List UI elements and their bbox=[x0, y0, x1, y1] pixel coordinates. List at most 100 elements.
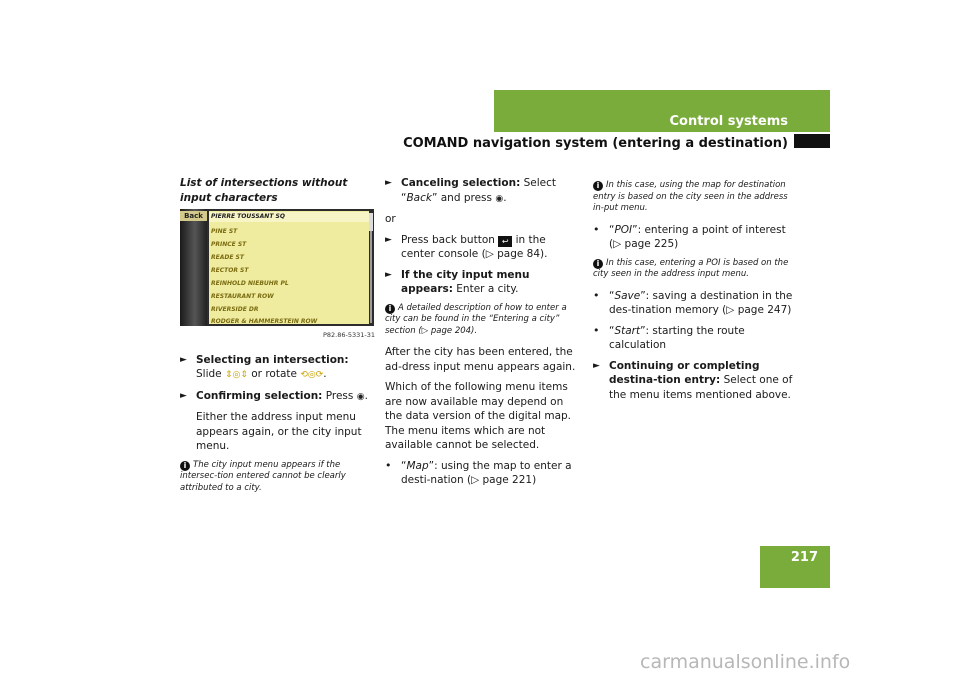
figure-caption: List of intersections without input char… bbox=[180, 177, 348, 204]
comand-screen-figure: Back PIERRE TOUSSANT SQ PINE ST PRINCE S… bbox=[180, 209, 374, 326]
step-label: Continuing or completing destina-tion en… bbox=[609, 359, 760, 387]
menu-item-text: ”: saving a destination in the des-tinat… bbox=[609, 289, 793, 317]
list-item: REINHOLD NIEBUHR PL bbox=[211, 280, 289, 287]
screen-back-label: Back bbox=[180, 211, 207, 221]
arrow-bullet-icon: ► bbox=[593, 360, 600, 371]
dot-bullet-icon: • bbox=[593, 288, 600, 302]
watermark: carmanualsonline.info bbox=[640, 651, 851, 673]
list-item: RECTOR ST bbox=[211, 267, 249, 274]
dot-bullet-icon: • bbox=[385, 458, 392, 472]
step-label: Confirming selection: bbox=[196, 389, 323, 402]
step-text: Select “ bbox=[401, 177, 557, 204]
middle-column: ► Canceling selection: Select “Back” and… bbox=[385, 176, 580, 494]
header-tab-marker bbox=[794, 134, 830, 148]
slide-controller-icon: ⇕◎⇕ bbox=[224, 370, 248, 380]
menu-item-text: ”: entering a point of interest ( bbox=[609, 223, 786, 251]
page-reference: page 204). bbox=[430, 325, 478, 336]
left-column: List of intersections without input char… bbox=[180, 176, 375, 502]
step-continue-entry: ► Continuing or completing destina-tion … bbox=[593, 359, 798, 403]
page-ref-arrow-icon: ▷ bbox=[726, 304, 735, 316]
dot-bullet-icon: • bbox=[593, 222, 600, 236]
list-item: RIVERSIDE DR bbox=[211, 306, 259, 313]
step-text: Press bbox=[325, 389, 354, 402]
page-ref-arrow-icon: ▷ bbox=[471, 474, 480, 486]
page-number: 217 bbox=[790, 550, 818, 565]
section-title: Control systems bbox=[669, 114, 788, 129]
note-text: In this case, entering a POI is based on… bbox=[593, 257, 789, 280]
back-button-icon: ↩ bbox=[498, 235, 513, 247]
note-text: In this case, using the map for destinat… bbox=[593, 180, 788, 213]
menu-item-name: Map bbox=[406, 459, 429, 472]
figure-code: P82.86-5331-31 bbox=[322, 331, 375, 339]
note-text: The city input menu appears if the inter… bbox=[180, 459, 346, 493]
list-item: PINE ST bbox=[211, 228, 238, 235]
arrow-bullet-icon: ► bbox=[385, 178, 392, 188]
list-item: RESTAURANT ROW bbox=[211, 293, 274, 300]
menu-item-name: POI bbox=[614, 223, 633, 236]
press-controller-icon: ◉ bbox=[495, 193, 504, 204]
menu-item-start: • “Start”: starting the route calculatio… bbox=[593, 323, 745, 352]
step-label: Selecting an intersection: bbox=[196, 353, 349, 366]
info-icon: i bbox=[593, 181, 603, 191]
menu-item-text: ”: starting the route calculation bbox=[609, 324, 745, 352]
menu-item-name: Start bbox=[614, 324, 641, 337]
step-text: ” and press bbox=[431, 191, 492, 204]
list-item: PRINCE ST bbox=[211, 241, 247, 248]
paragraph: Which of the following menu items are no… bbox=[385, 381, 572, 451]
step-confirm-selection: ► Confirming selection: Press ◉. bbox=[180, 389, 375, 405]
menu-item-name: Save bbox=[614, 289, 641, 302]
step-text-or: or rotate bbox=[251, 368, 297, 380]
step-city-input: ► If the city input menu appears: Enter … bbox=[385, 268, 580, 297]
info-icon: i bbox=[385, 303, 395, 314]
chapter-title: COMAND navigation system (entering a des… bbox=[403, 136, 788, 151]
press-controller-icon: ◉ bbox=[356, 391, 365, 402]
step-text: Press back button bbox=[401, 233, 495, 246]
step-label: Canceling selection: bbox=[401, 177, 521, 189]
paragraph: After the city has been entered, the ad-… bbox=[385, 346, 576, 373]
page-ref-arrow-icon: ▷ bbox=[421, 325, 429, 336]
page-reference: page 221) bbox=[482, 474, 537, 486]
list-item: PIERRE TOUSSANT SQ bbox=[209, 212, 369, 222]
menu-item-text: ”: using the map to enter a desti-nation… bbox=[401, 459, 572, 487]
step-result: Either the address input menu appears ag… bbox=[196, 411, 362, 452]
arrow-bullet-icon: ► bbox=[180, 354, 187, 365]
page-number-box: 217 bbox=[760, 546, 830, 588]
step-text: Enter a city. bbox=[456, 283, 519, 295]
menu-item-map: • “Map”: using the map to enter a desti-… bbox=[385, 458, 572, 487]
or-text: or bbox=[385, 213, 396, 225]
arrow-bullet-icon: ► bbox=[180, 390, 187, 401]
info-icon: i bbox=[180, 460, 190, 471]
menu-item-save: • “Save”: saving a destination in the de… bbox=[593, 288, 793, 317]
screen-side-panel: Back bbox=[180, 209, 207, 326]
step-text: Slide bbox=[196, 368, 222, 380]
arrow-bullet-icon: ► bbox=[385, 234, 392, 245]
step-label: If the city input menu appears: bbox=[401, 268, 530, 296]
note-text: A detailed description of how to enter a… bbox=[385, 302, 567, 336]
page-ref-arrow-icon: ▷ bbox=[613, 238, 622, 250]
list-item: RODGER & HAMMERSTEIN ROW bbox=[211, 318, 318, 325]
dot-bullet-icon: • bbox=[593, 323, 600, 337]
header-band bbox=[494, 90, 830, 132]
info-icon: i bbox=[593, 258, 603, 269]
step-select-intersection: ► Selecting an intersection: Slide ⇕◎⇕ o… bbox=[180, 353, 375, 383]
page-reference: page 247) bbox=[737, 304, 792, 316]
step-back-button: ► Press back button ↩ in the center cons… bbox=[385, 233, 580, 262]
rotate-controller-icon: ⟲◎⟳ bbox=[300, 370, 324, 380]
menu-item-back: Back bbox=[406, 191, 432, 204]
page-reference: page 84). bbox=[497, 248, 548, 260]
step-text: Select one of the menu items mentioned a… bbox=[609, 374, 793, 401]
step-cancel-selection: ► Canceling selection: Select “Back” and… bbox=[385, 176, 580, 206]
page-ref-arrow-icon: ▷ bbox=[485, 248, 494, 260]
menu-item-poi: • “POI”: entering a point of interest (▷… bbox=[593, 222, 786, 251]
screen-scrollbar bbox=[369, 213, 373, 323]
intersection-list: PIERRE TOUSSANT SQ PINE ST PRINCE ST REA… bbox=[209, 211, 369, 325]
page-reference: page 225) bbox=[624, 238, 679, 250]
list-item: READE ST bbox=[211, 254, 244, 261]
arrow-bullet-icon: ► bbox=[385, 269, 392, 280]
step-text: in the center console ( bbox=[401, 233, 546, 261]
